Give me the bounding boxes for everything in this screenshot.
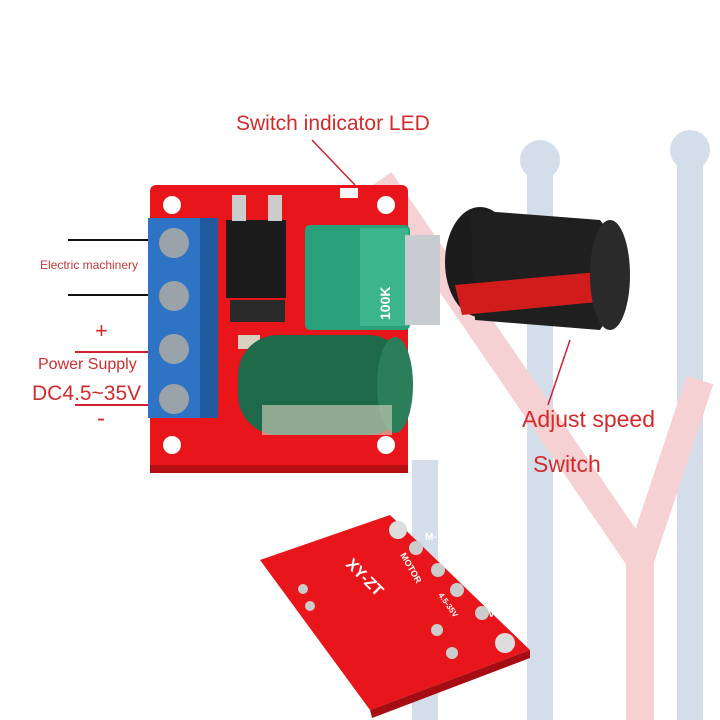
motor-annotation: Electric machinery (40, 258, 139, 272)
pcb-board-back: XY-ZT MOTOR M- M+ V+ V- 4.5-35V (260, 515, 530, 718)
leader-lines (68, 139, 571, 406)
switch-annotation: Switch (533, 451, 601, 477)
minus-annotation: - (97, 405, 105, 432)
speed-knob[interactable] (445, 207, 630, 330)
plus-annotation: + (95, 318, 108, 343)
board-v-plus-text: V+ (465, 582, 478, 593)
adjust-speed-annotation: Adjust speed (522, 406, 655, 432)
led-annotation: Switch indicator LED (236, 112, 430, 135)
terminal-block (148, 218, 218, 418)
led-indicator (340, 188, 358, 198)
voltage-annotation: DC4.5~35V (32, 382, 142, 405)
board-v-minus-text: V- (488, 609, 497, 620)
board-m-minus-text: M- (425, 532, 437, 543)
power-supply-annotation: Power Supply (38, 356, 137, 373)
board-m-plus-text: M+ (445, 557, 459, 568)
potentiometer: 100K (305, 225, 440, 330)
svg-text:100K: 100K (377, 287, 393, 320)
capacitor (238, 335, 413, 435)
